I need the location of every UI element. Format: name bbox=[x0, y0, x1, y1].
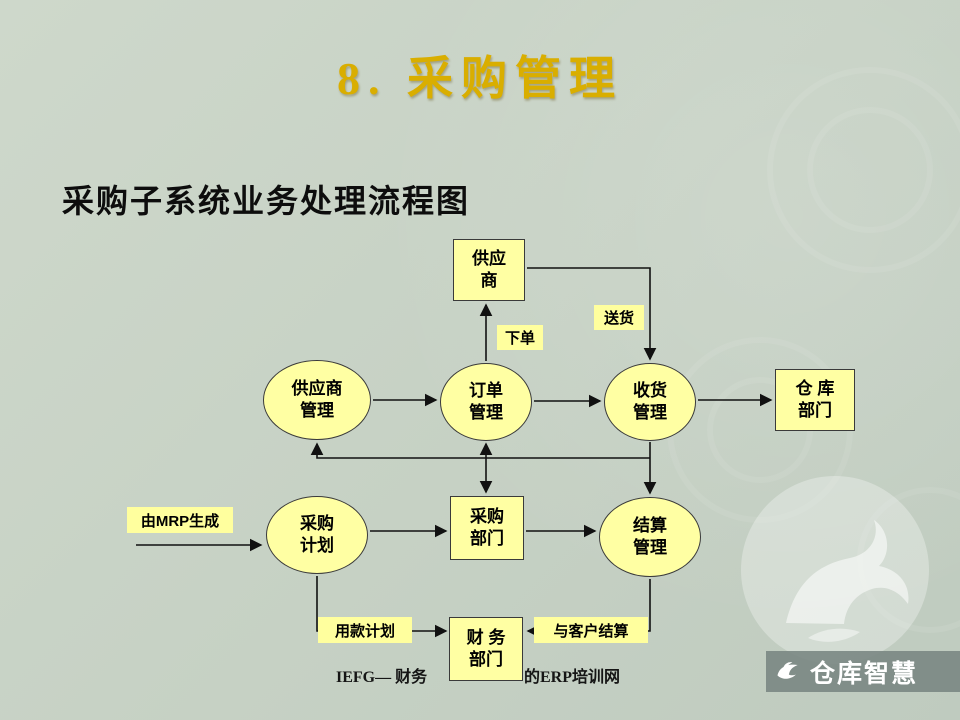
node-supplier-management: 供应商 管理 bbox=[263, 360, 371, 440]
node-settlement-management: 结算 管理 bbox=[599, 497, 701, 577]
node-supplier: 供应 商 bbox=[453, 239, 525, 301]
edge-label-place-order: 下单 bbox=[497, 325, 543, 350]
node-receiving-management: 收货 管理 bbox=[604, 363, 696, 441]
brand-text: 仓库智慧 bbox=[810, 659, 919, 688]
diagram-subtitle: 采购子系统业务处理流程图 bbox=[62, 183, 471, 219]
node-order-management: 订单 管理 bbox=[440, 363, 532, 441]
edge-label-customer-settlement: 与客户结算 bbox=[534, 617, 648, 643]
qilin-watermark bbox=[741, 476, 929, 664]
node-purchase-plan: 采购 计划 bbox=[266, 496, 368, 574]
dove-icon bbox=[777, 661, 798, 679]
edge-label-delivery: 送货 bbox=[594, 305, 644, 330]
node-finance-department: 财 务 部门 bbox=[449, 617, 523, 681]
footer-text-left: IEFG— 财务 bbox=[336, 669, 428, 686]
edge-label-fund-plan: 用款计划 bbox=[318, 617, 412, 643]
node-warehouse-department: 仓 库 部门 bbox=[775, 369, 855, 431]
footer-text-right: 的ERP培训网 bbox=[524, 669, 621, 686]
node-purchasing-department: 采购 部门 bbox=[450, 496, 524, 560]
brand-watermark: 仓库智慧 bbox=[766, 651, 960, 692]
page-title: 8. 采购管理 bbox=[337, 53, 623, 104]
edge-label-mrp-source: 由MRP生成 bbox=[127, 507, 233, 533]
